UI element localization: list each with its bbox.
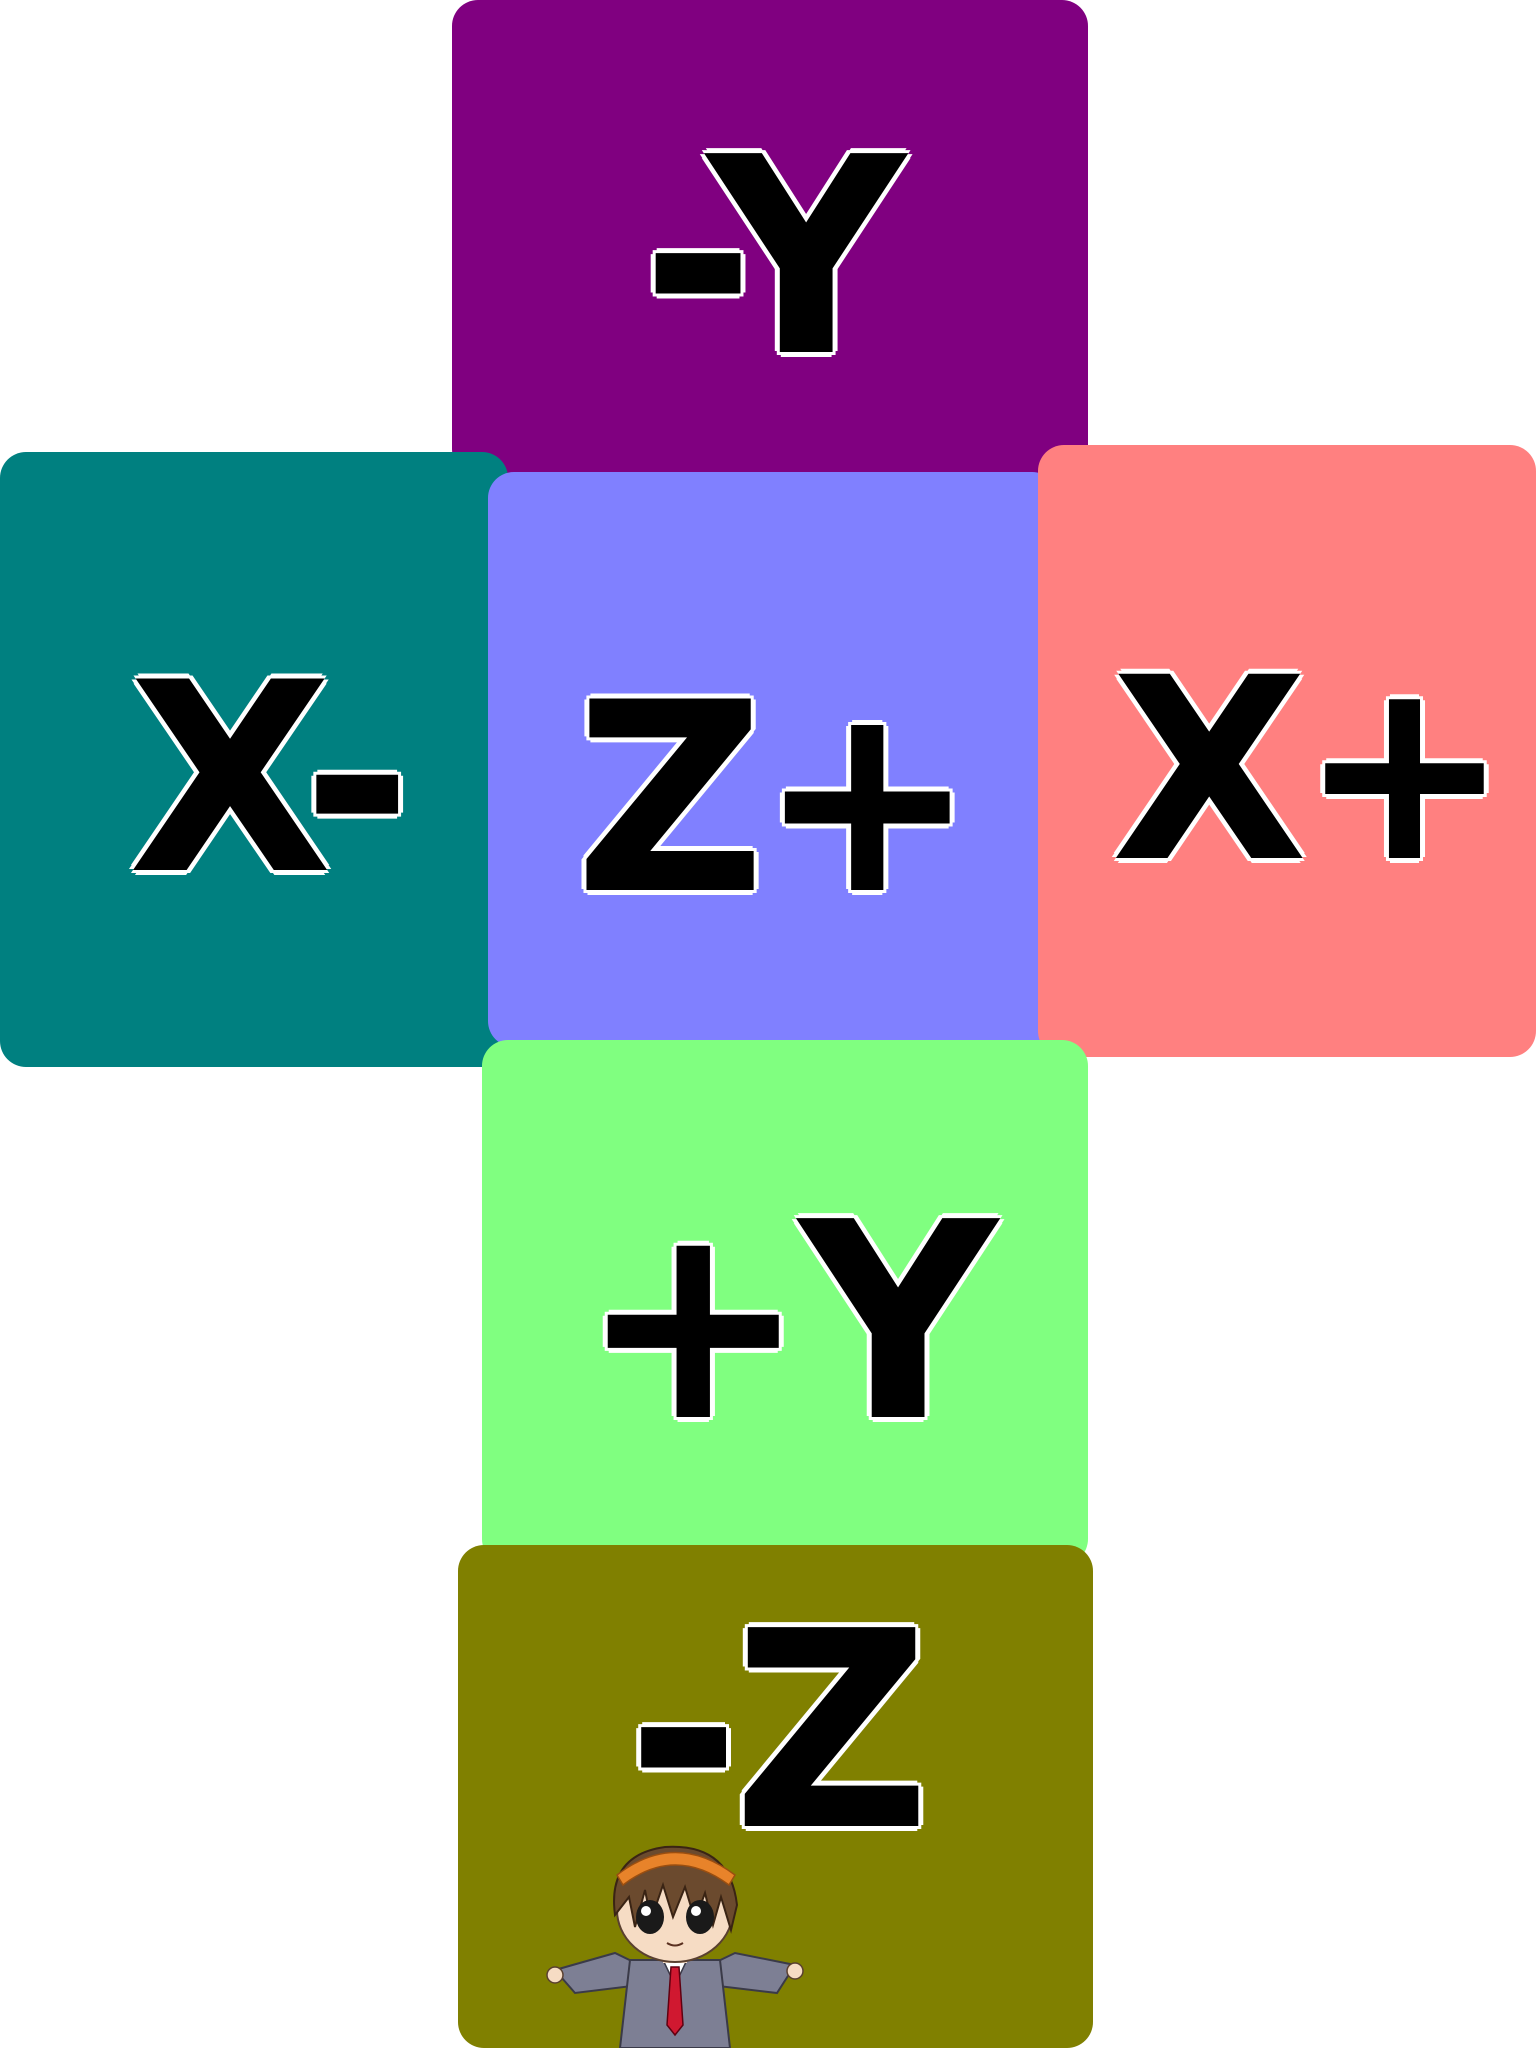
tile-label-neg-y: -Y (641, 99, 905, 415)
tile-label-pos-x: X+ (1112, 625, 1510, 916)
anime-character-icon (546, 1845, 804, 2048)
tile-pos-z: Z+ (488, 472, 1058, 1047)
tile-pos-x: X+ (1038, 445, 1536, 1057)
tile-neg-x: X- (0, 452, 508, 1067)
tile-label-neg-z: -Z (627, 1573, 931, 1889)
tile-label-neg-x: X- (129, 628, 412, 931)
tile-pos-y: +Y (482, 1040, 1088, 1565)
tile-label-pos-z: Z+ (575, 648, 977, 951)
tile-neg-y: -Y (452, 0, 1088, 475)
tile-label-pos-y: +Y (579, 1164, 997, 1480)
